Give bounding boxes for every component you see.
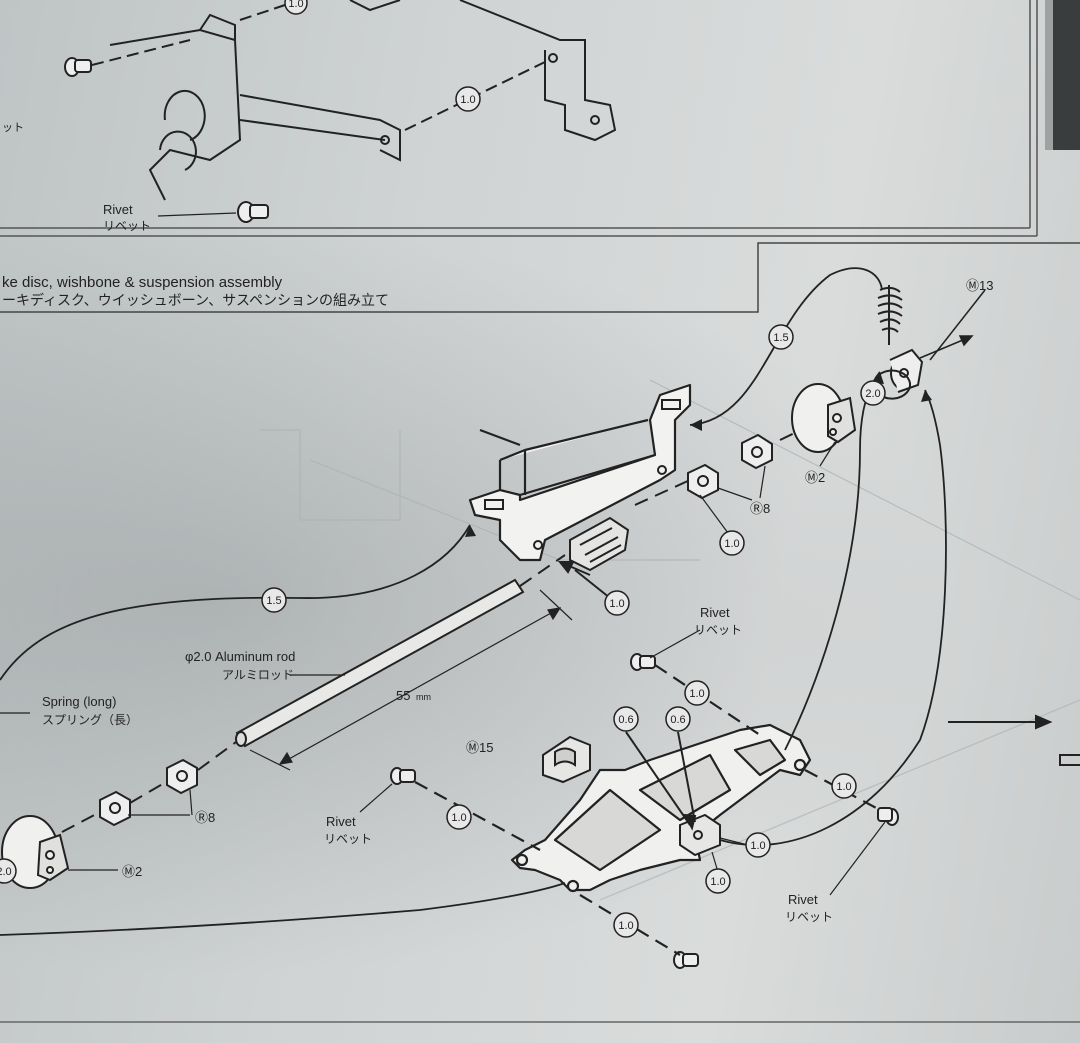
brake-disc-right bbox=[791, 383, 857, 453]
lower-wishbone bbox=[510, 723, 812, 893]
top-chassis-frame bbox=[109, 0, 617, 201]
top-rivet-label-line bbox=[157, 212, 237, 217]
rivet-right-low bbox=[877, 807, 899, 826]
size-badge-1-0-upright: 1.0 bbox=[719, 530, 745, 556]
rivet-label-upper: Rivet bbox=[700, 605, 730, 620]
m13-arrow bbox=[919, 289, 986, 361]
size-badge-1-0-rivet-left-text: 1.0 bbox=[451, 812, 466, 824]
assembly-curves bbox=[0, 267, 947, 936]
size-badge-0-6-left-text: 0.6 bbox=[618, 714, 633, 726]
top-rivet-fragment: ット bbox=[2, 121, 24, 134]
upright-frame bbox=[468, 383, 692, 562]
next-step-bracket bbox=[1059, 754, 1080, 766]
size-badge-1-0-lug-bottom-text: 1.0 bbox=[710, 876, 725, 888]
size-badge-1-0-lug-bottom: 1.0 bbox=[705, 868, 731, 894]
rod-length-unit: mm bbox=[416, 692, 431, 702]
bushing-right-2 bbox=[741, 433, 773, 470]
size-badge-1-0-caliper: 1.0 bbox=[604, 590, 630, 616]
size-badge-1-0-rivet-upper: 1.0 bbox=[684, 680, 710, 706]
rod-length-value: 55 bbox=[396, 688, 410, 703]
shock-ring-arrow bbox=[874, 369, 912, 400]
size-badge-1-0-bottom-text: 1.0 bbox=[618, 920, 633, 932]
size-badge-1-0-bottom: 1.0 bbox=[613, 912, 639, 938]
size-badge-top-2: 1.0 bbox=[455, 86, 481, 112]
spring-label: Spring (long) bbox=[42, 694, 116, 709]
rivet-label-left: Rivet bbox=[326, 814, 356, 829]
size-badge-1-0-right-text: 1.0 bbox=[836, 781, 851, 793]
size-badge-2-0-right-text: 2.0 bbox=[865, 388, 880, 400]
rivet-upper-mid bbox=[630, 653, 656, 671]
size-badge-1-5-left: 1.5 bbox=[261, 587, 287, 613]
bushing-left-2 bbox=[99, 790, 131, 827]
rivet-label-right: Rivet bbox=[788, 892, 818, 907]
top-rivet-label-jp: リベット bbox=[103, 219, 151, 233]
brake-caliper bbox=[569, 516, 630, 572]
size-badge-1-0-lug-right-text: 1.0 bbox=[750, 840, 765, 852]
r8-left-leader bbox=[128, 789, 193, 816]
part-label-m13: Ⓜ13 bbox=[966, 278, 993, 293]
size-badge-1-0-right: 1.0 bbox=[831, 773, 857, 799]
shock-spring bbox=[877, 285, 903, 345]
arrow-left-short bbox=[557, 561, 611, 599]
size-badge-1-0-lug-right: 1.0 bbox=[745, 832, 771, 858]
size-badge-0-6-right: 0.6 bbox=[665, 706, 691, 732]
dimension-55mm bbox=[249, 589, 573, 771]
spring-label-jp: スプリング（長） bbox=[42, 713, 138, 727]
section-title-en: ke disc, wishbone & suspension assembly bbox=[2, 274, 283, 291]
r8-right-leader bbox=[717, 465, 766, 501]
size-badge-2-0-left-text: 2.0 bbox=[0, 866, 12, 878]
rivet-label-left-jp: リベット bbox=[324, 832, 372, 846]
size-badge-1-5-upper-text: 1.5 bbox=[773, 332, 788, 344]
size-badge-0-6-right-text: 0.6 bbox=[670, 714, 685, 726]
section-title-jp: ーキディスク、ウイッシュボーン、サスペンションの組み立て bbox=[2, 292, 389, 309]
size-badge-1-5-left-text: 1.5 bbox=[266, 595, 281, 607]
size-badge-0-6-left: 0.6 bbox=[613, 706, 639, 732]
size-badge-1-0-rivet-upper-text: 1.0 bbox=[689, 688, 704, 700]
m2-right-leader bbox=[819, 441, 836, 467]
rivet-bottom bbox=[673, 951, 699, 969]
page-edge bbox=[1045, 0, 1053, 150]
size-badge-1-0-upright-text: 1.0 bbox=[724, 538, 739, 550]
rivet-leader-lines bbox=[414, 664, 881, 956]
top-leader-lines bbox=[91, 4, 546, 131]
size-badge-top-1: 1.0 bbox=[284, 0, 308, 15]
aluminum-rod bbox=[235, 578, 525, 748]
upright-holes bbox=[484, 399, 681, 550]
part-label-m2-left: Ⓜ2 bbox=[122, 864, 142, 879]
wishbone-mount-block bbox=[542, 735, 591, 784]
page-edge-shadow bbox=[1050, 0, 1080, 150]
top-frame bbox=[0, 0, 1038, 237]
part-label-m2-right: Ⓜ2 bbox=[805, 470, 825, 485]
size-badge-2-0-right: 2.0 bbox=[860, 380, 886, 406]
top-rivet-label: Rivet bbox=[103, 202, 133, 217]
rivet-left-mid bbox=[390, 767, 416, 785]
top-rivets bbox=[64, 57, 269, 223]
size-badge-2-0-left: 2.0 bbox=[0, 858, 17, 884]
size-badge-top-2-text: 1.0 bbox=[460, 94, 475, 106]
bushing-right-1 bbox=[687, 463, 719, 500]
rod-left-leader bbox=[61, 741, 237, 833]
rod-label-jp: アルミロッド bbox=[222, 668, 294, 682]
size-badge-top-1-text: 1.0 bbox=[288, 0, 303, 10]
size-badge-1-0-caliper-text: 1.0 bbox=[609, 598, 624, 610]
ghost-lines bbox=[260, 379, 1080, 901]
bushing-left-1 bbox=[166, 758, 198, 795]
rivet-label-lines bbox=[359, 629, 886, 896]
next-step-arrow bbox=[948, 714, 1053, 730]
part-label-r8-left: Ⓡ8 bbox=[195, 810, 215, 825]
rivet-label-upper-jp: リベット bbox=[694, 623, 742, 637]
rod-label: φ2.0 Aluminum rod bbox=[185, 649, 295, 664]
part-label-m15: Ⓜ15 bbox=[466, 740, 493, 755]
size-badge-1-5-upper: 1.5 bbox=[768, 324, 794, 350]
size-badge-1-0-rivet-left: 1.0 bbox=[446, 804, 472, 830]
section-header-box bbox=[0, 242, 1080, 313]
part-label-r8-right: Ⓡ8 bbox=[750, 501, 770, 516]
leader-06-lines bbox=[625, 731, 697, 831]
rivet-label-right-jp: リベット bbox=[785, 910, 833, 924]
